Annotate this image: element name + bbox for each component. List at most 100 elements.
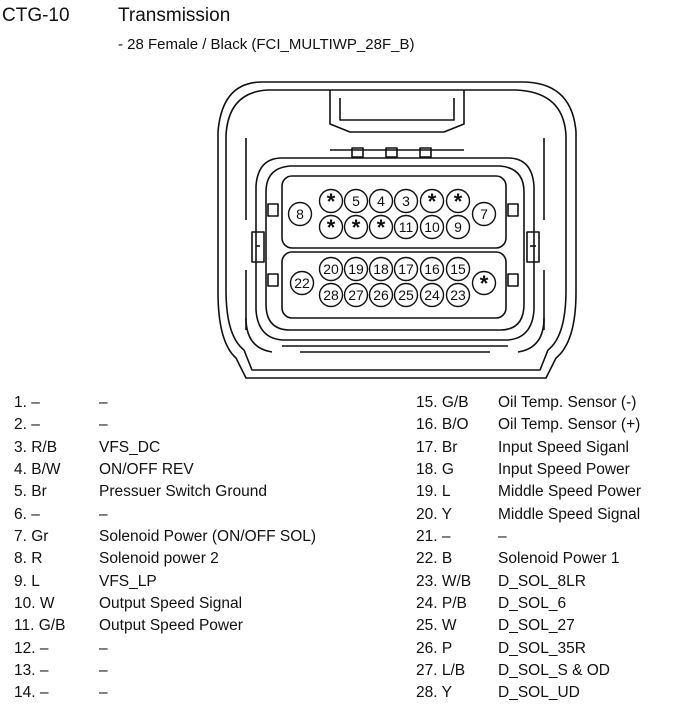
pin-function: Pressuer Switch Ground: [99, 483, 267, 501]
pin-number: 9. L: [14, 572, 40, 590]
pin-label: *: [454, 189, 463, 214]
pin-number: 10. W: [14, 595, 55, 613]
pin-number: 25. W: [416, 617, 457, 635]
pin-cavity: *: [318, 214, 344, 240]
pin-circle: [419, 256, 445, 282]
pin-number: 3. R/B: [14, 438, 58, 456]
pin-label: 26: [373, 287, 389, 303]
pin-circle: [318, 214, 344, 240]
pin-number: 26. P: [416, 639, 453, 657]
connector-title: Transmission: [118, 5, 231, 26]
pin-number: 24. P/B: [416, 595, 467, 613]
pin-label: 5: [352, 193, 360, 209]
pin-cavity: 10: [419, 214, 445, 240]
pin-circle: [471, 270, 497, 296]
pin-row: 24. P/B D_SOL_6: [416, 593, 688, 615]
pin-number: 8. R: [14, 550, 43, 568]
pin-circle: [368, 256, 394, 282]
pin-circle: [287, 201, 313, 227]
pin-number: 22. B: [416, 550, 453, 568]
pin-number: 19. L: [416, 483, 451, 501]
pin-label: 4: [377, 193, 385, 209]
pin-number: 1. –: [14, 394, 40, 411]
pin-cavity: 11: [393, 214, 419, 240]
pin-label: 20: [323, 261, 339, 277]
pin-circle: [419, 282, 445, 308]
pin-cavity: 23: [445, 282, 471, 308]
pin-function: Oil Temp. Sensor (-): [498, 394, 637, 411]
pin-circle: [368, 214, 394, 240]
pin-circle: [343, 188, 369, 214]
pin-label: 28: [323, 287, 339, 303]
pin-cavity: *: [471, 270, 497, 296]
pin-circle: [393, 256, 419, 282]
pin-circle: [419, 214, 445, 240]
pin-function: Oil Temp. Sensor (+): [498, 416, 641, 434]
pin-circle: [343, 282, 369, 308]
pin-function: –: [99, 684, 108, 702]
pin-function: –: [99, 639, 108, 657]
pin-row: 15. G/B Oil Temp. Sensor (-): [416, 392, 688, 414]
pin-label: *: [327, 215, 336, 240]
pin-label: 23: [450, 287, 466, 303]
pin-label: 25: [398, 287, 414, 303]
pin-cavity: *: [318, 188, 344, 214]
pin-circle: [368, 282, 394, 308]
pin-number: 12. –: [14, 639, 49, 657]
pin-cavity: 5: [343, 188, 369, 214]
pin-label: *: [377, 215, 386, 240]
pin-cavity: 26: [368, 282, 394, 308]
pin-label: 17: [398, 261, 414, 277]
pin-label: 7: [480, 206, 488, 222]
pin-number: 15. G/B: [416, 394, 469, 411]
pin-label: 19: [348, 261, 364, 277]
pin-row: 2. ––: [14, 414, 394, 436]
pin-function: Input Speed Power: [498, 461, 630, 479]
pin-circle: [445, 256, 471, 282]
pin-cavity: 20: [318, 256, 344, 282]
pin-cavity: 9: [445, 214, 471, 240]
pin-label: 18: [373, 261, 389, 277]
pin-cavity: 7: [471, 201, 497, 227]
pin-number: 18. G: [416, 461, 454, 479]
pin-circle: [289, 270, 315, 296]
pin-function: D_SOL_6: [498, 595, 567, 613]
pin-label: *: [428, 189, 437, 214]
pin-number: 16. B/O: [416, 416, 469, 434]
pin-function: –: [498, 528, 507, 546]
pin-number: 23. W/B: [416, 572, 472, 590]
pin-number: 17. Br: [416, 438, 458, 456]
pin-number: 7. Gr: [14, 528, 49, 546]
pin-row: 21. ––: [416, 526, 688, 548]
pin-circle: [343, 256, 369, 282]
pin-circle: [445, 214, 471, 240]
pin-label: 3: [402, 193, 410, 209]
pin-number: 6. –: [14, 505, 40, 523]
pin-number: 13. –: [14, 662, 49, 680]
pin-row: 6. ––: [14, 504, 394, 526]
pin-label: *: [352, 215, 361, 240]
pin-label: 16: [424, 261, 440, 277]
pin-circle: [393, 214, 419, 240]
pin-label: 8: [296, 206, 304, 222]
pin-number: 27. L/B: [416, 662, 466, 680]
pin-cavity: 19: [343, 256, 369, 282]
pin-number: 11. G/B: [14, 617, 66, 635]
pin-label: 11: [399, 219, 414, 235]
pin-cavity: 4: [368, 188, 394, 214]
pin-row: 1. ––: [14, 392, 394, 414]
connector-subtitle: - 28 Female / Black (FCI_MULTIWP_28F_B): [118, 36, 415, 53]
pin-cavity: 3: [393, 188, 419, 214]
